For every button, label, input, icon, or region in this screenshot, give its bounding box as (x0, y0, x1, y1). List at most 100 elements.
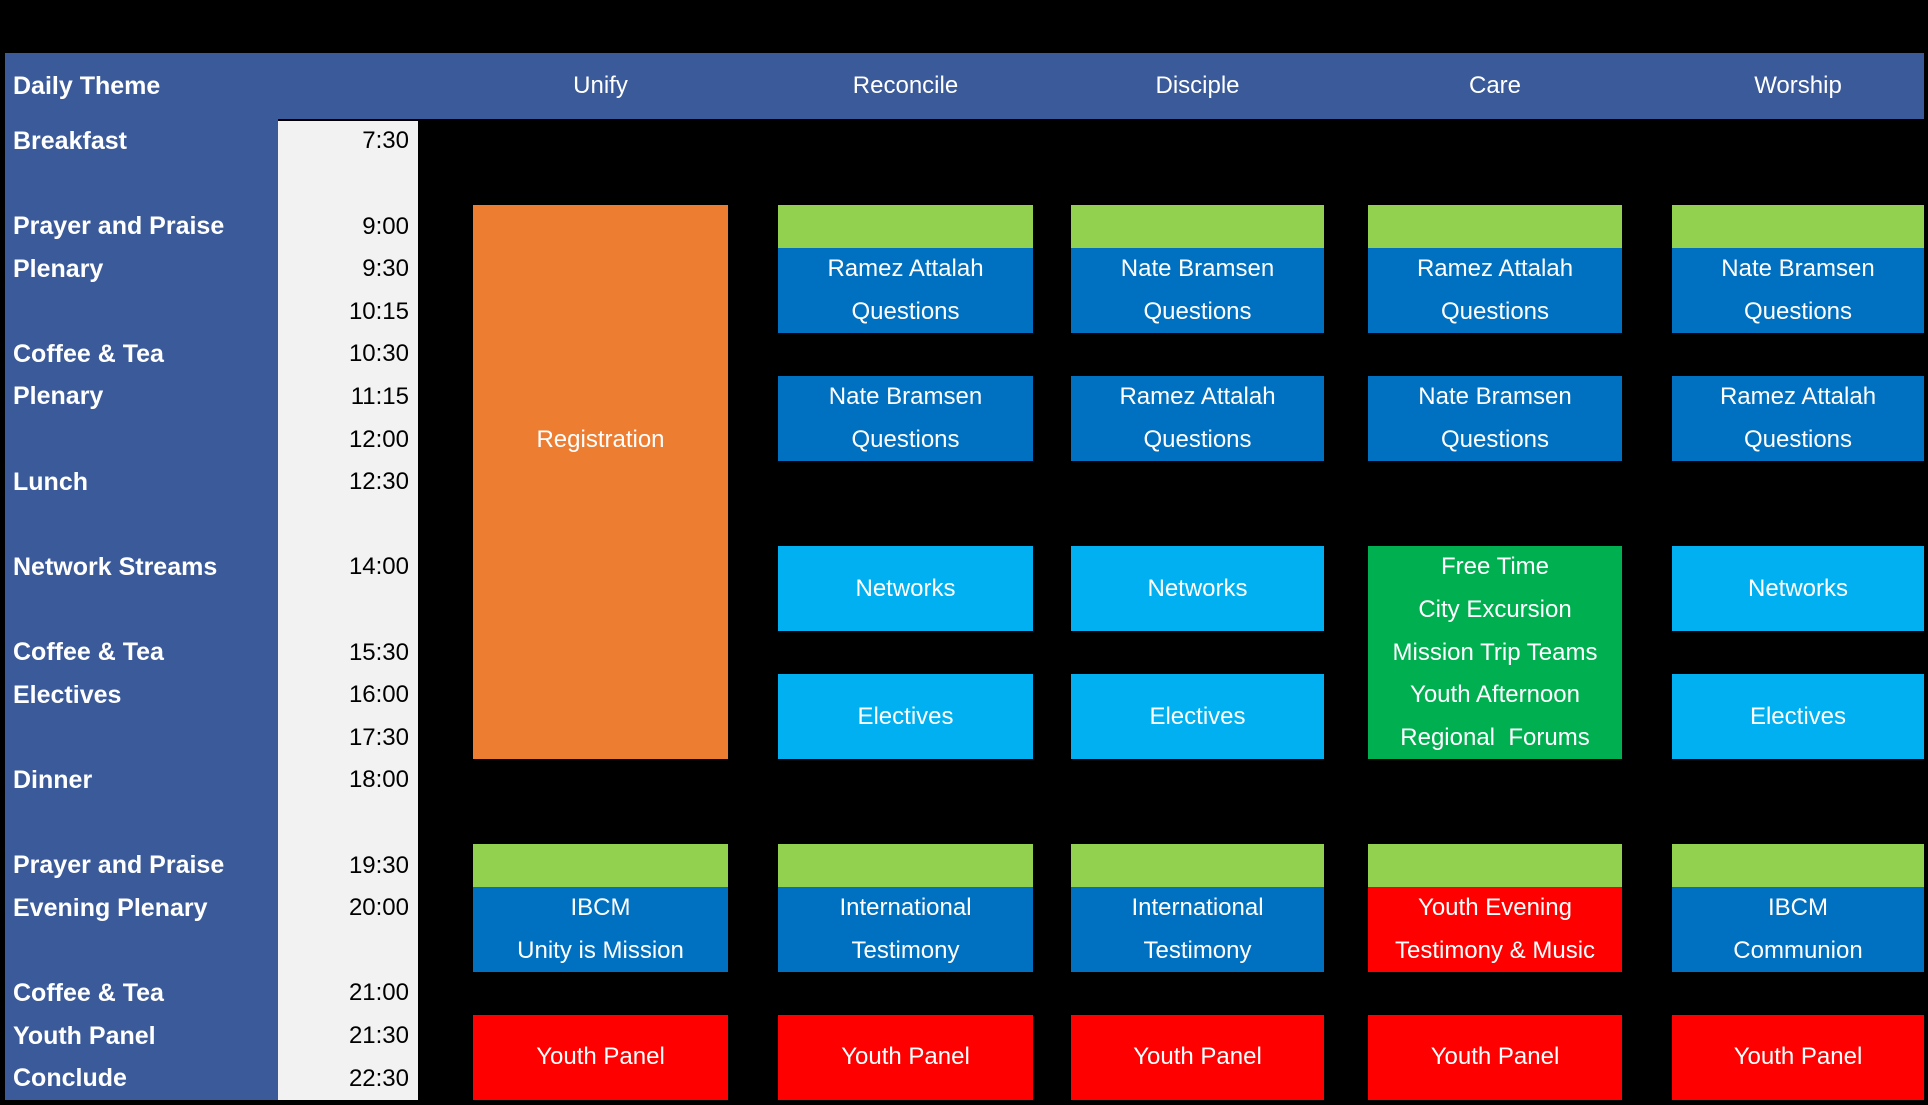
day-theme-header-reconcile: Reconcile (852, 72, 959, 99)
event-block-electives: Electives (778, 673, 1033, 760)
time-cell: 21:00 (348, 979, 409, 1007)
event-block-electives: Electives (1672, 673, 1924, 760)
event-label: Ramez Attalah (1719, 382, 1877, 410)
sidebar-row-label: Breakfast (13, 126, 127, 155)
event-green-cap (1071, 205, 1324, 248)
event-label: Nate Bramsen (1418, 382, 1572, 410)
event-label: IBCM (1768, 894, 1828, 922)
event-label: Electives (857, 702, 954, 730)
event-block-youth-panel: Youth Panel (473, 1014, 728, 1100)
event-label: Questions (851, 297, 960, 325)
sidebar-row-label: Coffee & Tea (13, 339, 164, 368)
time-cell: 9:30 (362, 255, 409, 283)
event-label: Communion (1733, 936, 1863, 964)
day-theme-header-unify: Unify (573, 72, 628, 99)
event-green-cap (1368, 205, 1622, 248)
event-label: International (839, 894, 972, 922)
event-green-cap (778, 205, 1033, 248)
time-cell: 14:00 (348, 553, 409, 581)
sidebar-row-label: Plenary (13, 254, 104, 283)
event-label: Electives (1149, 702, 1246, 730)
event-green-cap (1672, 844, 1924, 887)
time-cell: 10:30 (348, 340, 409, 368)
day-theme-header-worship: Worship (1754, 72, 1842, 99)
event-label: Questions (851, 425, 960, 453)
sidebar-row-label: Dinner (13, 765, 93, 794)
event-label: Registration (536, 425, 665, 453)
time-cell: 7:30 (362, 127, 409, 155)
event-label: Youth Panel (1133, 1043, 1262, 1071)
time-cell: 22:30 (348, 1064, 409, 1092)
event-green-cap (473, 844, 728, 887)
event-green-cap (778, 844, 1033, 887)
event-label: Networks (1147, 574, 1248, 602)
event-label: Youth Evening (1418, 894, 1572, 922)
event-block-networks: Networks (1672, 546, 1924, 632)
event-label: Testimony (851, 936, 960, 964)
time-cell: 21:30 (348, 1022, 409, 1050)
event-label: IBCM (570, 894, 631, 922)
time-cell: 20:00 (348, 894, 409, 922)
event-label: Questions (1743, 425, 1853, 453)
event-label: Youth Panel (1733, 1043, 1863, 1071)
event-label: Testimony (1143, 936, 1252, 964)
event-block-youth-panel: Youth Panel (1672, 1014, 1924, 1100)
day-theme-header-care: Care (1468, 72, 1522, 99)
event-green-cap (1368, 844, 1622, 887)
time-cell: 10:15 (348, 297, 409, 325)
event-block-networks: Networks (1071, 546, 1324, 632)
event-label: Nate Bramsen (1721, 255, 1875, 283)
sidebar-row-label: Coffee & Tea (13, 638, 164, 667)
time-cell: 16:00 (348, 681, 409, 709)
event-label: Questions (1440, 425, 1550, 453)
event-label: Questions (1440, 297, 1550, 325)
sidebar-row-label: Evening Plenary (13, 893, 208, 922)
event-label: Questions (1743, 297, 1853, 325)
event-label: Nate Bramsen (1120, 255, 1275, 283)
event-block-youth-panel: Youth Panel (778, 1014, 1033, 1100)
sidebar-row-label: Coffee & Tea (13, 978, 164, 1007)
event-label: Youth Panel (1430, 1043, 1560, 1071)
event-label: City Excursion (1418, 595, 1572, 623)
event-label: Nate Bramsen (828, 382, 983, 410)
event-block-networks: Networks (778, 546, 1033, 632)
event-label: Networks (1747, 574, 1849, 602)
event-label: Questions (1143, 425, 1252, 453)
event-block-electives: Electives (1071, 673, 1324, 760)
event-label: Youth Panel (841, 1043, 970, 1071)
event-block-registration: Registration (473, 205, 728, 760)
event-block-youth-panel: Youth Panel (1071, 1014, 1324, 1100)
event-label: Mission Trip Teams (1392, 638, 1598, 666)
event-label: Regional Forums (1400, 723, 1590, 751)
time-cell: 12:30 (348, 468, 409, 496)
event-label: Questions (1143, 297, 1252, 325)
time-cell: 15:30 (348, 638, 409, 666)
day-theme-header-disciple: Disciple (1155, 72, 1240, 99)
event-label: Unity is Mission (517, 936, 684, 964)
event-label: Ramez Attalah (1416, 255, 1574, 283)
sidebar-row-label: Network Streams (13, 552, 218, 581)
event-label: Testimony & Music (1394, 936, 1596, 964)
event-green-cap (1071, 844, 1324, 887)
time-cell: 11:15 (350, 382, 409, 410)
event-label: Electives (1749, 702, 1847, 730)
sidebar-row-label: Prayer and Praise (13, 851, 225, 880)
event-label: Youth Afternoon (1410, 681, 1580, 709)
event-label: International (1131, 894, 1264, 922)
sidebar-row-label: Conclude (13, 1064, 127, 1093)
time-cell: 18:00 (348, 766, 409, 794)
